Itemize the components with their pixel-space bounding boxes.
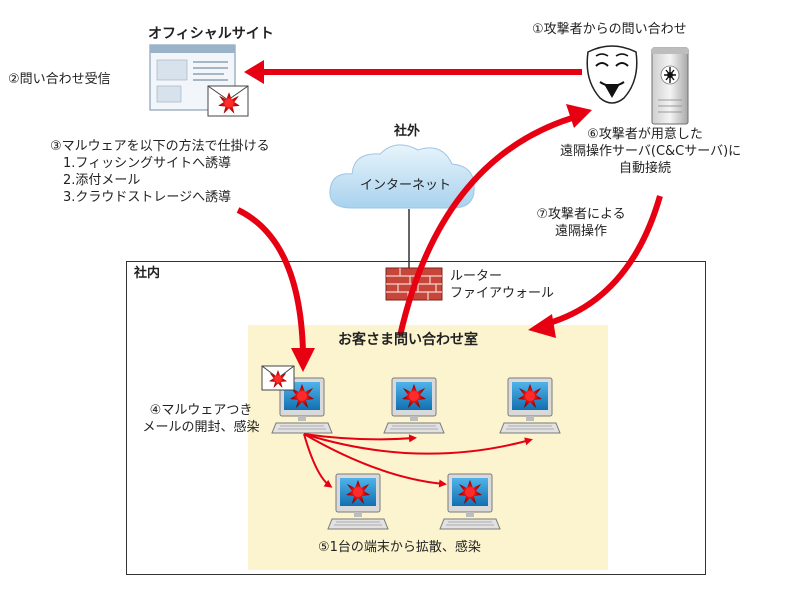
step1-label: ①攻撃者からの問い合わせ <box>532 22 687 37</box>
computer-icon <box>439 473 501 530</box>
router-firewall-label: ルーター ファイアウォール <box>450 269 555 301</box>
computer-icon <box>383 377 445 434</box>
inquiry-room-title: お客さま問い合わせ室 <box>338 332 478 348</box>
malware-delivery-arrow <box>236 207 306 353</box>
step6-label: ⑥攻撃者が用意した 遠隔操作サーバ(C&Cサーバ)に 自動接続 <box>560 127 742 176</box>
step4-label: ④マルウェアつき メールの開封、感染 <box>142 403 260 435</box>
internal-network-frame <box>126 261 706 575</box>
computer-icon <box>499 377 561 434</box>
cc-connection-arrowhead <box>566 104 592 128</box>
internet-label: インターネット <box>360 178 452 193</box>
internal-label: 社内 <box>134 266 161 281</box>
cc-connection-arrow <box>397 115 573 337</box>
mail-icon <box>261 365 295 391</box>
official-site-title: オフィシャルサイト <box>148 26 274 42</box>
outside-label: 社外 <box>394 124 421 139</box>
cloud-icon <box>329 144 475 209</box>
malware-delivery-arrowhead <box>291 348 315 372</box>
attacker-mask-icon <box>586 45 638 104</box>
step7-label: ⑦攻撃者による 遠隔操作 <box>536 207 626 239</box>
step2-label: ②問い合わせ受信 <box>8 72 111 87</box>
inquiry-arrowhead <box>244 60 264 84</box>
step5-label: ⑤1台の端末から拡散、感染 <box>318 540 481 555</box>
server-icon <box>651 47 689 125</box>
remote-control-arrowhead <box>528 314 556 338</box>
website-icon <box>149 44 236 111</box>
mail-icon <box>207 85 249 117</box>
spread-arrows <box>303 433 533 488</box>
computer-icon <box>327 473 389 530</box>
remote-control-arrow <box>545 195 663 327</box>
step3-label: ③マルウェアを以下の方法で仕掛ける 1.フィッシングサイトへ誘導 2.添付メール… <box>50 139 270 205</box>
